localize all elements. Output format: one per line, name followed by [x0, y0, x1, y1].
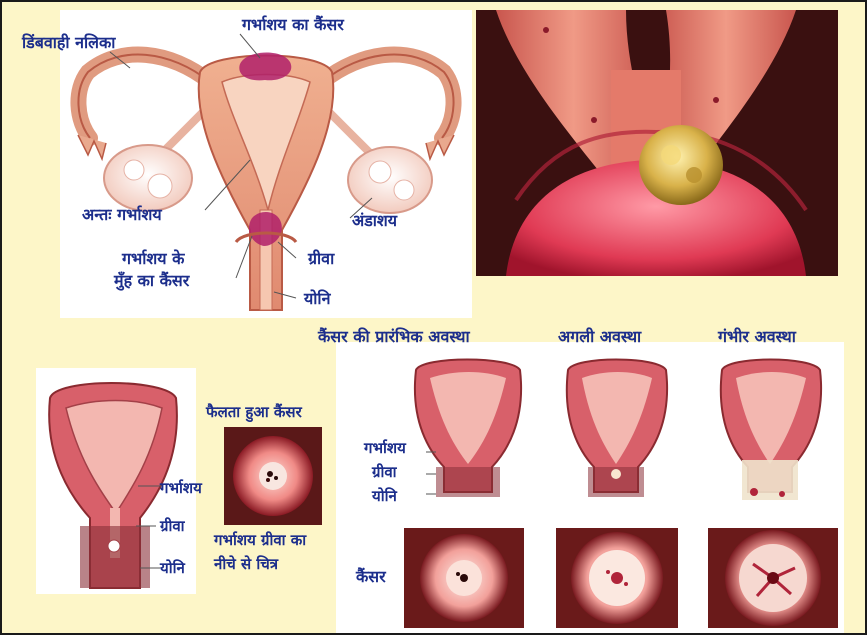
label-cervix-left: ग्रीवा [160, 518, 185, 535]
cervix-bottom-view-illustration [224, 427, 322, 525]
uterus-stage-severe [721, 360, 821, 501]
cervix-closeup-panel [476, 10, 838, 276]
label-bottom-view-line2: नीचे से चित्र [214, 556, 278, 573]
uterus-stage-early [415, 360, 521, 498]
stages-panel [336, 342, 844, 633]
label-cervix: ग्रीवा [308, 250, 334, 268]
label-stage-vagina: योनि [372, 488, 397, 505]
label-stage-early: कैंसर की प्रारंभिक अवस्था [318, 328, 470, 346]
label-uterine-cancer: गर्भाशय का कैंसर [242, 16, 344, 34]
cervix-view-severe [708, 528, 838, 628]
stages-illustration [336, 342, 844, 633]
cervix-view-early [404, 528, 524, 628]
label-spreading-cancer: फैलता हुआ कैंसर [206, 404, 302, 421]
label-stage-cervix: ग्रीवा [372, 464, 397, 481]
cervix-tumor-closeup-illustration [476, 10, 838, 276]
label-ovary: अंडाशय [352, 212, 397, 230]
label-stage-cancer: कैंसर [356, 568, 386, 586]
label-vagina: योनि [304, 290, 330, 308]
cervix-bottom-view [224, 427, 322, 525]
cervix-view-next [556, 528, 678, 628]
label-vagina-left: योनि [160, 560, 185, 577]
label-stage-uterus: गर्भाशय [364, 440, 406, 457]
label-cervical-cancer-line2: मुँह का कैंसर [114, 272, 189, 290]
label-stage-severe: गंभीर अवस्था [718, 328, 796, 346]
label-bottom-view-line1: गर्भाशय ग्रीवा का [214, 532, 306, 549]
label-endometrium: अन्तः गर्भाशय [82, 206, 162, 224]
label-uterus-left: गर्भाशय [160, 480, 202, 497]
label-stage-next: अगली अवस्था [558, 328, 641, 346]
label-fallopian-tube: डिंबवाही नलिका [22, 34, 115, 52]
label-cervical-cancer-line1: गर्भाशय के [122, 250, 184, 268]
uterus-stage-next [567, 360, 667, 498]
